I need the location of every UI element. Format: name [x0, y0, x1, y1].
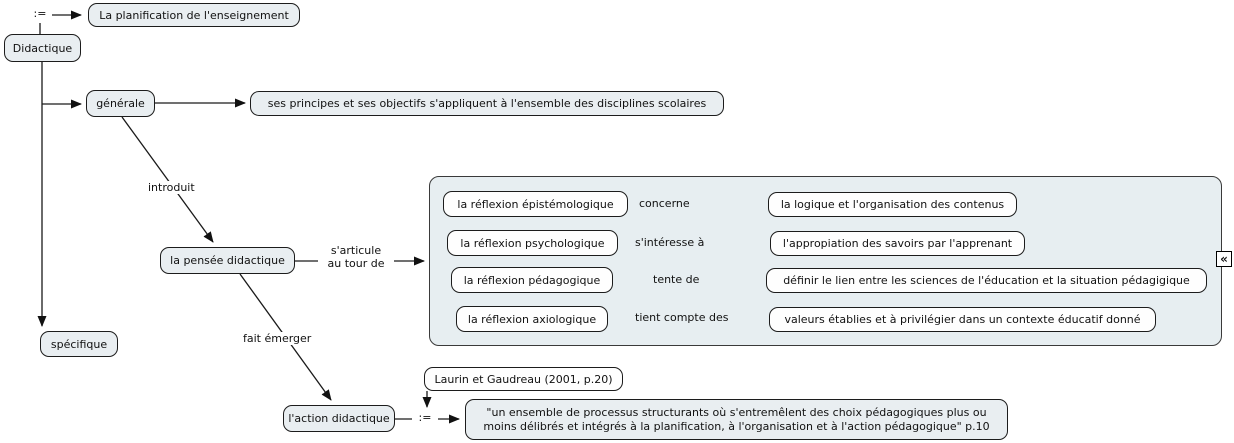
link-label-tente-de[interactable]: tente de [650, 273, 703, 286]
link-label-tient-compte[interactable]: tient compte des [632, 311, 732, 324]
node-reflexion-epistemologique[interactable]: la réflexion épistémologique [443, 191, 628, 217]
node-pensee-didactique[interactable]: la pensée didactique [160, 247, 295, 274]
link-label-definition-top[interactable]: := [28, 7, 52, 20]
node-citation-laurin-gaudreau[interactable]: Laurin et Gaudreau (2001, p.20) [424, 367, 623, 391]
link-label-introduit[interactable]: introduit [145, 181, 198, 194]
node-reflexion-axiologique[interactable]: la réflexion axiologique [456, 306, 608, 332]
node-appropiation-savoirs[interactable]: l'appropiation des savoirs par l'apprena… [770, 231, 1025, 256]
node-reflexion-pedagogique[interactable]: la réflexion pédagogique [451, 267, 613, 293]
double-chevron-left-icon: « [1220, 252, 1228, 266]
node-reflexion-psychologique[interactable]: la réflexion psychologique [447, 230, 618, 256]
link-label-articule[interactable]: s'articule au tour de [318, 244, 394, 270]
group-collapse-button[interactable]: « [1216, 251, 1232, 267]
node-action-didactique[interactable]: l'action didactique [283, 405, 395, 432]
link-label-definition-bottom[interactable]: := [412, 411, 438, 424]
node-definir-lien[interactable]: définir le lien entre les sciences de l'… [766, 268, 1207, 293]
node-generale[interactable]: générale [86, 90, 155, 117]
link-label-fait-emerger[interactable]: fait émerger [240, 332, 315, 345]
node-didactique[interactable]: Didactique [4, 34, 81, 62]
link-label-sinteresse[interactable]: s'intéresse à [632, 236, 708, 249]
link-label-articule-line1: s'articule [330, 244, 382, 257]
node-valeurs-etablies[interactable]: valeurs établies et à privilégier dans u… [769, 307, 1156, 332]
node-principes[interactable]: ses principes et ses objectifs s'appliqu… [250, 91, 724, 116]
node-quote-definition[interactable]: "un ensemble de processus structurants o… [465, 399, 1008, 440]
node-planification[interactable]: La planification de l'enseignement [88, 3, 300, 27]
node-logique-contenus[interactable]: la logique et l'organisation des contenu… [768, 192, 1017, 217]
node-specifique[interactable]: spécifique [40, 331, 118, 357]
link-label-concerne[interactable]: concerne [636, 197, 693, 210]
link-label-articule-line2: au tour de [327, 257, 385, 270]
